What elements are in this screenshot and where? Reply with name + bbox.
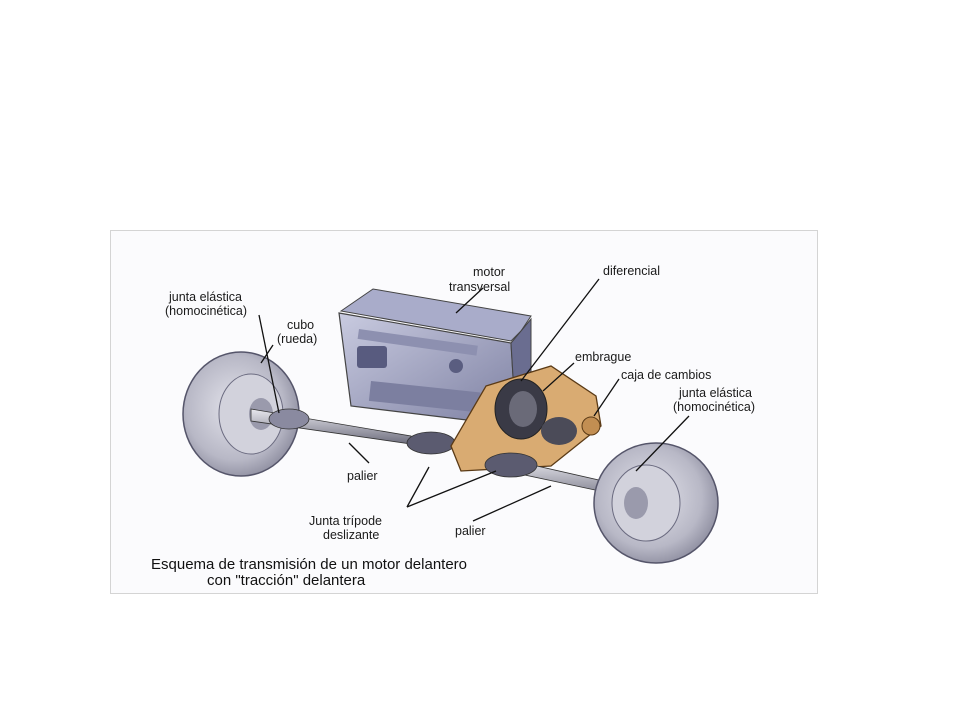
label-junta-tripode: Junta trípode deslizante [309, 514, 385, 542]
transmission-diagram: junta elástica (homocinética) cubo (rued… [110, 230, 818, 594]
label-caja-cambios: caja de cambios [621, 368, 711, 382]
diagram-canvas: junta elástica (homocinética) cubo (rued… [151, 264, 755, 589]
label-junta-elastica-left: junta elástica (homocinética) [165, 290, 247, 318]
left-driveshaft [250, 408, 456, 455]
label-cubo: cubo (rueda) [277, 318, 318, 346]
label-junta-elastica-right: junta elástica (homocinética) [673, 386, 755, 414]
right-wheel [593, 442, 719, 564]
label-diferencial: diferencial [603, 264, 660, 278]
diagram-caption: Esquema de transmisión de un motor delan… [151, 556, 471, 589]
label-motor-transversal: motor transversal [449, 265, 510, 294]
label-palier-right: palier [455, 524, 486, 538]
gearbox-housing [450, 365, 602, 472]
leader-lines [258, 278, 690, 522]
label-palier-left: palier [347, 469, 378, 483]
label-embrague: embrague [575, 350, 631, 364]
